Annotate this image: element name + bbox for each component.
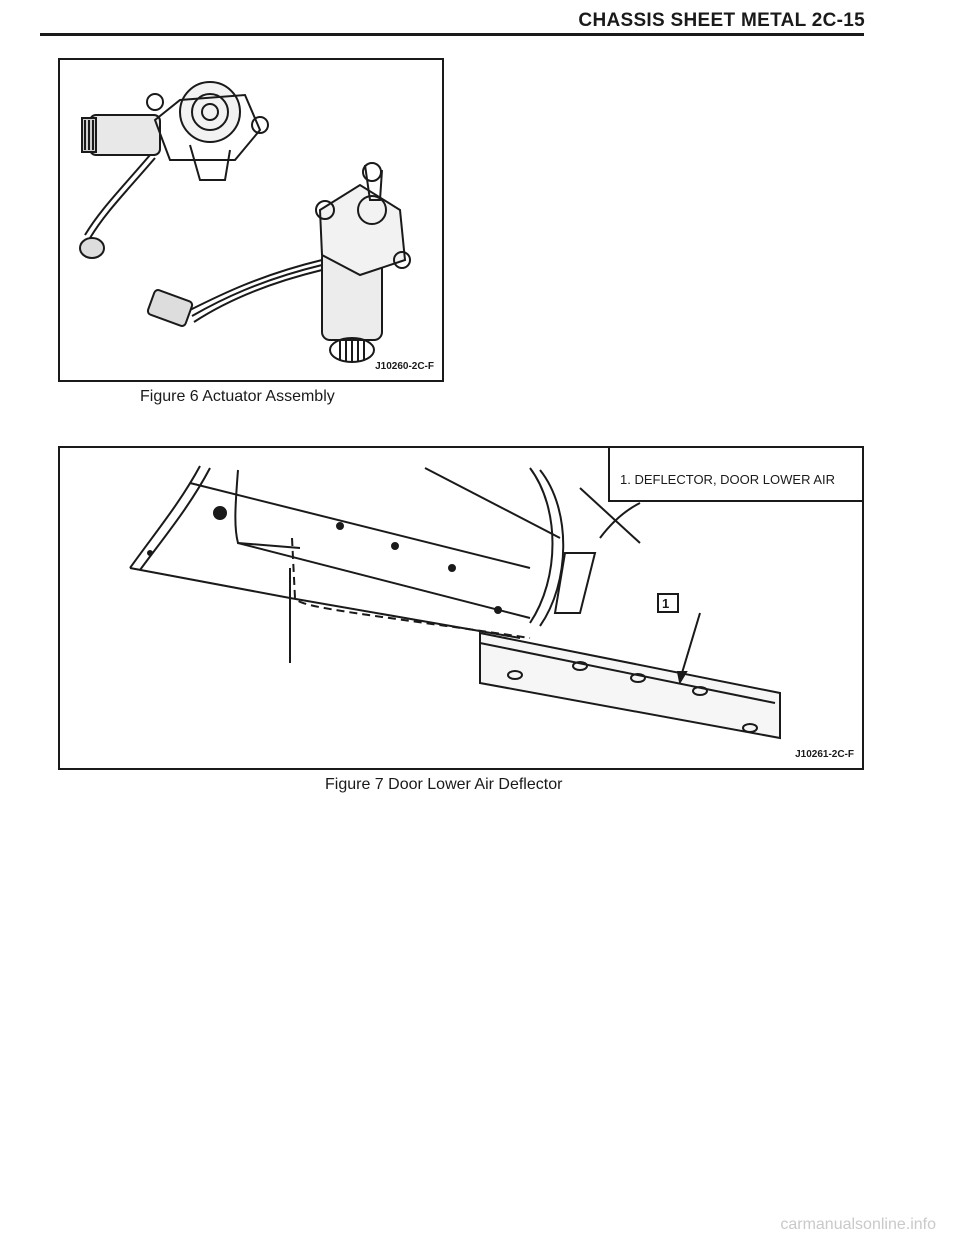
figure-7-id: J10261-2C-F [795, 749, 854, 760]
figure-6-caption: Figure 6 Actuator Assembly [140, 388, 335, 405]
figure-7-legend: 1. DEFLECTOR, DOOR LOWER AIR [608, 448, 864, 502]
deflector-illustration: 1 [129, 465, 781, 740]
figure-7-caption: Figure 7 Door Lower Air Deflector [325, 776, 563, 793]
page-title: CHASSIS SHEET METAL 2C-15 [578, 10, 865, 31]
footer-watermark: carmanualsonline.info [780, 1216, 936, 1233]
actuator-illustration [79, 81, 411, 363]
callout-number: 1 [662, 596, 669, 611]
figure-7-door-lower-air-deflector: 1 1. DEFLECTOR, DOOR LOWER AIR J10261-2C… [58, 446, 864, 770]
figure-6-actuator-assembly: J10260-2C-F [58, 58, 444, 382]
header-rule [40, 33, 864, 36]
legend-item-1: 1. DEFLECTOR, DOOR LOWER AIR [620, 472, 836, 487]
figure-6-id: J10260-2C-F [375, 361, 434, 372]
page-header: CHASSIS SHEET METAL 2C-15 [0, 0, 960, 40]
